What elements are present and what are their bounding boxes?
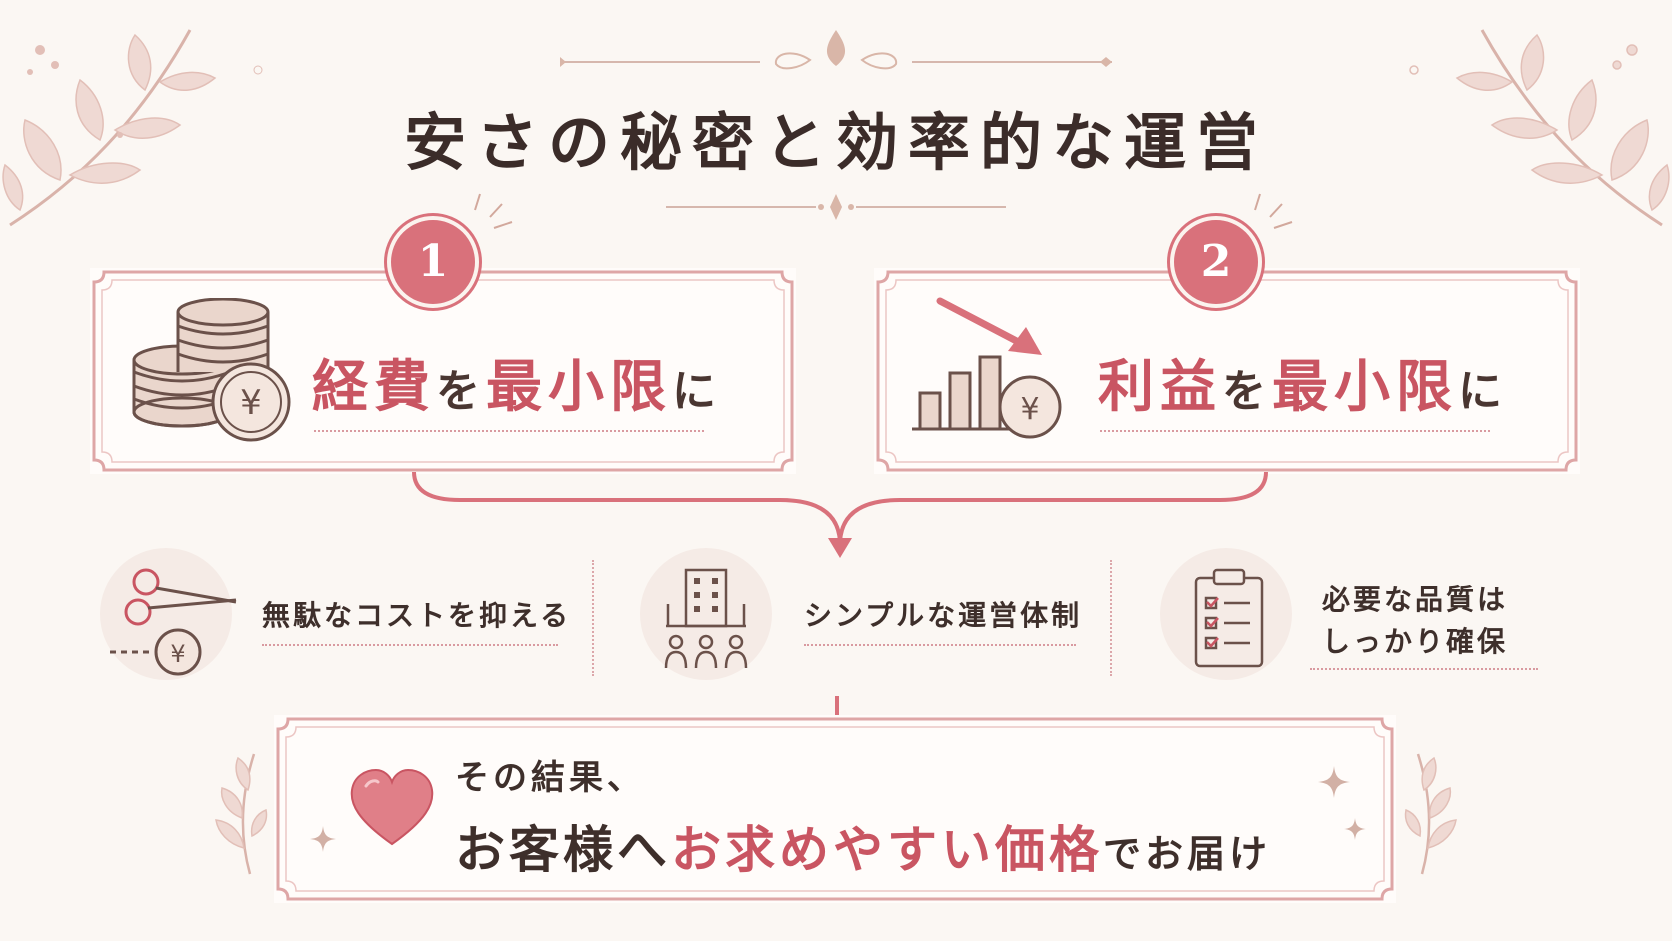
card-1-underline — [314, 430, 704, 432]
title-top-ornament-icon — [560, 30, 1112, 70]
card-2-underline — [1100, 430, 1490, 432]
left-leaf-decoration-icon — [2, 29, 263, 227]
card-1-title-part: に — [672, 366, 722, 417]
item-3-text-line2: しっかり確保 — [1322, 625, 1509, 658]
card-2-title-part: に — [1458, 366, 1508, 417]
item-3-text-line1: 必要な品質は — [1322, 583, 1509, 616]
item-1-text: 無駄なコストを抑える — [262, 599, 572, 632]
result-lead-text: その結果、 — [455, 758, 645, 798]
item-3-underline — [1310, 668, 1538, 670]
card-1-title-part: 最小限 — [486, 354, 672, 420]
title-bottom-ornament-icon — [666, 194, 1006, 220]
result-part: でお届け — [1103, 831, 1272, 876]
item-divider — [592, 560, 594, 676]
card-2-title: 利益を最小限に — [1098, 342, 1508, 423]
item-2-underline — [804, 644, 1076, 646]
result-part: お求めやすい価格 — [671, 820, 1103, 879]
heart-icon — [350, 768, 434, 846]
card-1-title-part: 経費 — [312, 354, 436, 420]
chart-down-yen-icon: ¥ — [912, 297, 1062, 439]
page-title: 安さの秘密と効率的な運営 — [403, 106, 1268, 179]
sparkle-icon — [1318, 766, 1350, 798]
card-2-title-part: 最小限 — [1272, 354, 1458, 420]
sparkle-icon — [310, 826, 336, 852]
badge-sparkle-icon — [474, 193, 513, 229]
coins-yen-icon: ¥ — [132, 298, 291, 442]
item-1-underline — [262, 644, 558, 646]
badge-sparkle-icon — [1254, 193, 1293, 229]
svg-text:¥: ¥ — [170, 640, 185, 668]
item-divider — [1110, 560, 1112, 676]
result-right-leaf-icon — [1404, 753, 1457, 875]
card-1-title: 経費を最小限に — [312, 342, 722, 423]
svg-text:¥: ¥ — [240, 383, 262, 423]
right-leaf-decoration-icon — [1409, 29, 1670, 227]
checklist-clipboard-icon — [1194, 568, 1264, 668]
card-1-number-badge: 1 — [387, 216, 479, 308]
result-part: お客様へ — [455, 820, 671, 879]
sparkle-icon — [1344, 818, 1366, 840]
card-2-title-part: 利益 — [1098, 354, 1222, 420]
item-2-text: シンプルな運営体制 — [804, 599, 1083, 632]
card-1-title-part: を — [436, 366, 486, 417]
result-box — [274, 715, 1396, 903]
svg-text:¥: ¥ — [1020, 392, 1039, 427]
result-left-leaf-icon — [215, 753, 268, 875]
card-2-title-part: を — [1222, 366, 1272, 417]
result-main-text: お客様へお求めやすい価格でお届け — [455, 810, 1271, 882]
merge-arrow-connector — [412, 471, 1268, 558]
building-people-icon — [664, 568, 748, 669]
scissors-yen-icon: ¥ — [110, 568, 237, 676]
card-2-number-badge: 2 — [1170, 216, 1262, 308]
